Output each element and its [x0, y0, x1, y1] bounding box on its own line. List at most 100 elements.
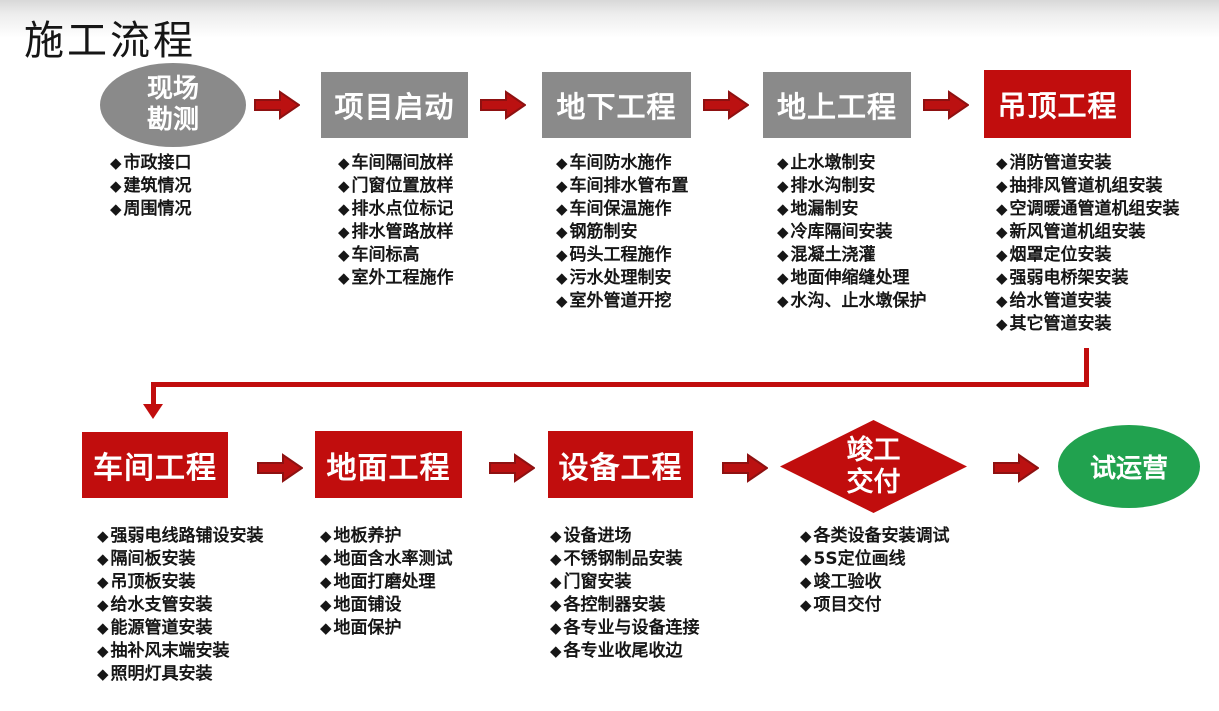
- task-item-label: 门窗位置放样: [351, 176, 454, 196]
- task-item-label: 强弱电线路铺设安装: [110, 526, 264, 546]
- task-item-label: 车间标高: [351, 245, 420, 265]
- node-aboveground-works: 地上工程: [763, 72, 911, 138]
- task-item: ◆地面打磨处理: [320, 571, 453, 594]
- diamond-bullet-icon: ◆: [996, 315, 1008, 333]
- task-item-label: 排水点位标记: [351, 199, 454, 219]
- diamond-bullet-icon: ◆: [97, 573, 109, 591]
- diamond-bullet-icon: ◆: [800, 550, 812, 568]
- diamond-bullet-icon: ◆: [556, 154, 568, 172]
- diamond-bullet-icon: ◆: [338, 177, 350, 195]
- task-item-label: 码头工程施作: [569, 245, 672, 265]
- task-item: ◆给水支管安装: [97, 594, 264, 617]
- task-item-label: 地面打磨处理: [333, 572, 436, 592]
- diamond-bullet-icon: ◆: [110, 154, 122, 172]
- diamond-bullet-icon: ◆: [996, 154, 1008, 172]
- diamond-bullet-icon: ◆: [996, 223, 1008, 241]
- task-item: ◆门窗安装: [550, 571, 700, 594]
- task-item-label: 地面铺设: [333, 595, 402, 615]
- connector-arrowhead-icon: [143, 404, 163, 419]
- task-list-completion-handover: ◆各类设备安装调试◆5S定位画线◆竣工验收◆项目交付: [800, 525, 950, 617]
- diamond-bullet-icon: ◆: [777, 200, 789, 218]
- task-item: ◆周围情况: [110, 198, 192, 221]
- flow-arrow-icon: [923, 90, 969, 120]
- diamond-bullet-icon: ◆: [996, 200, 1008, 218]
- task-item-label: 水沟、止水墩保护: [790, 291, 927, 311]
- flow-arrow-icon: [722, 453, 768, 483]
- diamond-bullet-icon: ◆: [320, 596, 332, 614]
- task-list-workshop-works: ◆强弱电线路铺设安装◆隔间板安装◆吊顶板安装◆给水支管安装◆能源管道安装◆抽补风…: [97, 525, 264, 686]
- task-item-label: 地漏制安: [790, 199, 859, 219]
- task-item-label: 隔间板安装: [110, 549, 196, 569]
- task-item-label: 消防管道安装: [1009, 153, 1112, 173]
- task-item-label: 能源管道安装: [110, 618, 213, 638]
- task-item-label: 地面保护: [333, 618, 402, 638]
- task-item: ◆车间隔间放样: [338, 152, 454, 175]
- task-item-label: 各控制器安装: [563, 595, 666, 615]
- diamond-bullet-icon: ◆: [97, 596, 109, 614]
- task-item-label: 新风管道机组安装: [1009, 222, 1146, 242]
- task-item-label: 地面含水率测试: [333, 549, 453, 569]
- node-ceiling-works: 吊顶工程: [984, 70, 1131, 138]
- diamond-bullet-icon: ◆: [777, 154, 789, 172]
- diamond-bullet-icon: ◆: [97, 527, 109, 545]
- diamond-bullet-icon: ◆: [556, 177, 568, 195]
- diamond-bullet-icon: ◆: [777, 223, 789, 241]
- task-item: ◆能源管道安装: [97, 617, 264, 640]
- diamond-bullet-icon: ◆: [97, 619, 109, 637]
- task-item-label: 周围情况: [123, 199, 192, 219]
- task-list-aboveground-works: ◆止水墩制安◆排水沟制安◆地漏制安◆冷库隔间安装◆混凝土浇灌◆地面伸缩缝处理◆水…: [777, 152, 927, 313]
- task-item-label: 其它管道安装: [1009, 314, 1112, 334]
- task-item-label: 5S定位画线: [813, 549, 906, 569]
- task-item: ◆室外工程施作: [338, 267, 454, 290]
- diamond-bullet-icon: ◆: [550, 573, 562, 591]
- task-item: ◆给水管道安装: [996, 290, 1180, 313]
- diamond-bullet-icon: ◆: [338, 246, 350, 264]
- task-item-label: 建筑情况: [123, 176, 192, 196]
- task-item-label: 车间防水施作: [569, 153, 672, 173]
- task-list-project-kickoff: ◆车间隔间放样◆门窗位置放样◆排水点位标记◆排水管路放样◆车间标高◆室外工程施作: [338, 152, 454, 290]
- diamond-bullet-icon: ◆: [556, 223, 568, 241]
- task-item: ◆水沟、止水墩保护: [777, 290, 927, 313]
- diamond-bullet-icon: ◆: [777, 269, 789, 287]
- task-item-label: 市政接口: [123, 153, 192, 173]
- diamond-bullet-icon: ◆: [556, 200, 568, 218]
- node-workshop-works-label: 车间工程: [93, 451, 217, 486]
- node-underground-works: 地下工程: [542, 72, 691, 138]
- task-item: ◆地面保护: [320, 617, 453, 640]
- node-site-survey: 现场 勘测: [100, 63, 246, 147]
- diamond-bullet-icon: ◆: [338, 269, 350, 287]
- task-item: ◆排水沟制安: [777, 175, 927, 198]
- connector-elbow-line: [151, 382, 156, 405]
- diamond-bullet-icon: ◆: [777, 177, 789, 195]
- task-item: ◆车间排水管布置: [556, 175, 689, 198]
- task-item: ◆抽排风管道机组安装: [996, 175, 1180, 198]
- task-item: ◆各专业收尾收边: [550, 640, 700, 663]
- flow-arrow-icon: [480, 90, 526, 120]
- task-list-underground-works: ◆车间防水施作◆车间排水管布置◆车间保温施作◆钢筋制安◆码头工程施作◆污水处理制…: [556, 152, 689, 313]
- task-item: ◆新风管道机组安装: [996, 221, 1180, 244]
- flow-arrow-icon: [703, 90, 749, 120]
- node-aboveground-works-label: 地上工程: [776, 90, 897, 124]
- task-item: ◆冷库隔间安装: [777, 221, 927, 244]
- task-item: ◆吊顶板安装: [97, 571, 264, 594]
- node-trial-operation: 试运营: [1058, 425, 1200, 508]
- task-item-label: 污水处理制安: [569, 268, 672, 288]
- diamond-bullet-icon: ◆: [320, 550, 332, 568]
- task-item-label: 车间保温施作: [569, 199, 672, 219]
- node-equipment-works-label: 设备工程: [558, 450, 683, 486]
- diamond-bullet-icon: ◆: [97, 642, 109, 660]
- node-workshop-works: 车间工程: [82, 432, 228, 498]
- task-item: ◆空调暖通管道机组安装: [996, 198, 1180, 221]
- diamond-bullet-icon: ◆: [97, 550, 109, 568]
- task-item-label: 混凝土浇灌: [790, 245, 876, 265]
- flow-arrow-icon: [254, 90, 300, 120]
- task-item: ◆不锈钢制品安装: [550, 548, 700, 571]
- diamond-bullet-icon: ◆: [556, 269, 568, 287]
- task-list-ceiling-works: ◆消防管道安装◆抽排风管道机组安装◆空调暖通管道机组安装◆新风管道机组安装◆烟罩…: [996, 152, 1180, 336]
- diamond-bullet-icon: ◆: [800, 573, 812, 591]
- task-item: ◆各专业与设备连接: [550, 617, 700, 640]
- diamond-bullet-icon: ◆: [110, 177, 122, 195]
- task-item-label: 排水管路放样: [351, 222, 454, 242]
- task-item-label: 室外管道开挖: [569, 291, 672, 311]
- node-equipment-works: 设备工程: [548, 431, 693, 498]
